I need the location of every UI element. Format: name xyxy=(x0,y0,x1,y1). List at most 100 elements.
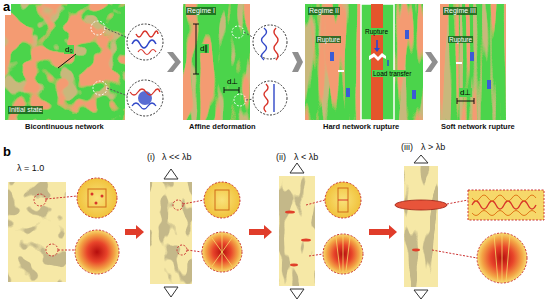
illustration-part xyxy=(285,210,295,213)
illustration-part xyxy=(290,264,298,267)
stretch-label: (ii) xyxy=(275,152,287,162)
illustration-part xyxy=(361,4,394,120)
affine-panel xyxy=(183,4,287,120)
illustration-part xyxy=(414,290,428,299)
stretched-gel-ii xyxy=(279,163,363,299)
illustration-part xyxy=(58,250,75,251)
illustration-part xyxy=(264,84,268,112)
illustration-part xyxy=(323,234,363,274)
illustration-part xyxy=(336,236,350,272)
illustration-part xyxy=(440,4,506,120)
stage-panel: Regime IIRuptureRuptureLoad transferHard… xyxy=(305,4,423,136)
illustration-part xyxy=(204,182,240,218)
illustration-part xyxy=(404,166,438,287)
dimension-label: d₀ xyxy=(64,45,74,54)
illustration-part xyxy=(457,101,474,102)
illustration-part xyxy=(5,4,125,120)
stage-panel: λ = 1.0 xyxy=(6,150,124,303)
stage-panel: d₀Initial stateBicontinuous network xyxy=(5,4,165,136)
stage-label: Regime I xyxy=(186,7,216,15)
illustration-part xyxy=(173,200,183,210)
illustration-part xyxy=(376,40,378,49)
dimension-label: d⊥ xyxy=(459,88,472,97)
caption: Bicontinuous network xyxy=(24,123,105,132)
illustration-part xyxy=(246,99,254,100)
illustration-part xyxy=(487,80,491,89)
stage-panel: Regime IIIRuptured⊥Soft network rupture xyxy=(440,4,535,136)
illustration-part xyxy=(279,176,315,286)
illustration-part xyxy=(472,195,536,201)
illustration-part xyxy=(34,194,46,206)
illustration-part xyxy=(187,250,202,252)
caption: Affine deformation xyxy=(188,123,257,132)
illustration-part xyxy=(138,50,156,55)
illustration-part xyxy=(395,200,447,210)
illustration-part xyxy=(244,32,254,38)
progress-arrow xyxy=(369,225,397,239)
illustration-part xyxy=(472,201,536,209)
illustration-part xyxy=(130,89,160,95)
stage-label: Rupture xyxy=(448,36,473,43)
stretch-label: (iii) xyxy=(400,142,414,152)
illustration-part xyxy=(101,195,104,198)
illustration-part xyxy=(387,60,388,66)
illustration-part xyxy=(193,74,199,75)
soft-rupture-panel xyxy=(440,4,506,120)
illustration-part xyxy=(301,238,311,241)
illustration-part xyxy=(262,28,267,60)
illustration-part xyxy=(183,200,204,204)
illustration-part xyxy=(290,289,304,299)
illustration-part xyxy=(274,28,278,60)
illustration-part xyxy=(127,24,163,60)
illustration-part xyxy=(325,182,361,218)
chevron-arrow xyxy=(292,52,303,72)
stretched-gel-iii xyxy=(395,155,544,299)
panel-letter: b xyxy=(2,145,12,160)
illustration-part xyxy=(346,88,350,97)
illustration-part xyxy=(105,28,128,38)
illustration-part xyxy=(136,31,158,37)
stretch-label: λ << λb xyxy=(161,152,193,162)
illustration-part xyxy=(371,4,383,120)
illustration-part xyxy=(412,90,416,99)
stage-panel: Regime I d∥ d⊥ Affine deformation xyxy=(183,4,290,136)
illustration-part xyxy=(91,21,105,35)
illustration-part xyxy=(75,230,119,274)
illustration-part xyxy=(253,81,287,115)
illustration-part xyxy=(232,26,244,38)
illustration-part xyxy=(46,244,58,256)
stretch-label: λ > λb xyxy=(420,142,446,152)
stretch-label: (i) xyxy=(146,152,156,162)
stretched-gel-i xyxy=(150,169,242,297)
dimension-label: d⊥ xyxy=(226,77,239,86)
dimension-label: Load transfer xyxy=(372,70,412,77)
illustration-part xyxy=(309,254,323,256)
stretch-label: λ = 1.0 xyxy=(16,163,45,173)
illustration-part xyxy=(77,178,117,218)
panel-letter: a xyxy=(2,0,11,15)
illustration-part xyxy=(132,40,156,48)
stage-label: Regime II xyxy=(308,7,340,15)
illustration-part xyxy=(107,88,128,96)
illustration-part xyxy=(132,103,156,109)
unstretched-gel xyxy=(8,178,119,282)
illustration-part xyxy=(138,91,152,105)
illustration-part xyxy=(88,189,106,207)
stage-label: Regime III xyxy=(443,7,477,15)
bicontinuous-panel xyxy=(5,4,163,120)
stage-label: Rupture xyxy=(316,36,341,43)
illustration-part xyxy=(239,87,240,93)
illustration-part xyxy=(127,80,163,116)
illustration-part xyxy=(164,287,178,297)
illustration-part xyxy=(150,182,192,284)
illustration-part xyxy=(273,84,274,112)
illustration-part xyxy=(470,52,474,61)
caption: Hard network rupture xyxy=(322,123,400,132)
stage-panel: (i) λ << λb xyxy=(145,150,248,303)
dimension-label: d∥ xyxy=(199,44,209,53)
illustration-part xyxy=(494,233,510,283)
illustration-part xyxy=(224,87,225,93)
illustration-part xyxy=(447,200,468,204)
progress-arrow xyxy=(125,225,144,239)
